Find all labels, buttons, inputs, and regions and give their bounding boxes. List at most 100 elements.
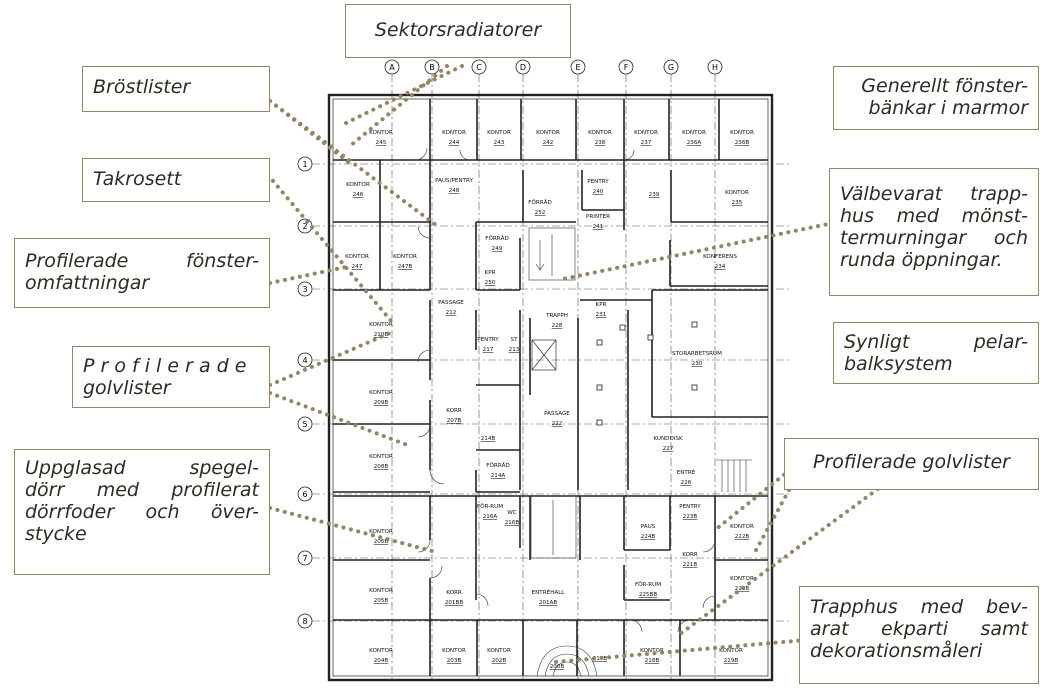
room-name: KONTOR [487,648,511,654]
room-name: KONTOR [730,576,754,582]
room-name: KONTOR [487,130,511,136]
room-number: 247B [398,264,413,270]
grid-marker-1: 1 [297,156,313,172]
grid-marker-2: 2 [297,218,313,234]
room-label: KONTOR 222B [730,524,754,540]
room-number: 246 [353,192,364,198]
grid-marker-g: G [663,59,679,75]
callout-uppglasad-spegeldorr: Uppglasad spegel- dörr med profilerat dö… [14,449,270,575]
room-label: KONTOR 202B [487,648,511,664]
room-number: 237 [641,140,652,146]
room-name: KONTOR [725,190,749,196]
svg-text:5: 5 [302,420,307,429]
room-number: 208B [374,464,389,470]
room-name: KONTOR [369,322,393,328]
room-number: 222B [735,534,750,540]
room-number: 206B [374,539,389,545]
svg-text:H: H [712,63,718,72]
room-number: 221B [683,562,698,568]
room-number: 224B [641,534,656,540]
svg-text:8: 8 [302,617,307,626]
callout-line: Synligt pelar- [844,331,1028,353]
room-name: KONTOR [730,524,754,530]
room-name: KONTOR [719,648,743,654]
room-name: KONTOR [442,648,466,654]
callout-line: Profilerade fönster- [25,250,259,272]
leader-sektorsradiatorer [342,64,464,126]
room-label: 239 [649,192,660,198]
callout-line: bänkar i marmor [868,97,1028,119]
grid-marker-7: 7 [297,550,313,566]
grid-marker-3: 3 [297,281,313,297]
grid-marker-c: C [471,59,487,75]
room-number: 245 [376,140,387,146]
svg-text:G: G [668,63,674,72]
room-number: 202B [492,658,507,664]
room-number: 214A [491,473,506,479]
callout-profilerade-golvlister-2: Profilerade golvlister [784,438,1039,490]
callout-line: Uppglasad spegel- [25,457,259,479]
room-number: 247 [352,264,363,270]
room-name: KONTOR [640,648,664,654]
callout-brostlister: Bröstlister [82,66,270,112]
room-name: PAUS/PENTRY [435,178,473,184]
svg-text:E: E [575,63,580,72]
room-number: 201BB [445,600,464,606]
room-name: WC [507,510,517,516]
room-number: 248 [449,188,460,194]
room-number: 226 [681,480,692,486]
grid-marker-a: A [384,59,400,75]
svg-text:A: A [389,63,395,72]
room-number: 238 [595,140,606,146]
room-name: KONTOR [369,390,393,396]
room-number: 200B [550,664,565,670]
room-label: FÖRRÅD 214A [486,462,510,479]
callout-line: balksystem [844,353,953,375]
room-name: KONTOR [536,130,560,136]
room-number: 249 [492,246,503,252]
room-name: FÖR-RUM [477,503,503,510]
room-name: KONTOR [369,454,393,460]
room-number: 207B [447,418,462,424]
callout-generellt-fonsterbankar: Generellt fönster- bänkar i marmor [833,66,1039,130]
room-label: KONTOR 235 [725,190,749,206]
room-name: KONTOR [369,529,393,535]
room-number: 225BB [639,592,658,598]
room-number: 216B [505,520,520,526]
callout-text: Profilerade golvlister [813,451,1010,473]
grid-column-markers: A B C D E F G H [384,59,723,75]
callout-valbevarat-trapphus: Välbevarat trapp- hus med mönst- termurn… [829,168,1039,296]
room-name: KONTOR [369,130,393,136]
room-number: 228 [552,323,563,329]
room-number: 235 [732,200,743,206]
room-name: FÖRRÅD [486,462,510,469]
room-name: STORARBETSRUM [672,351,722,357]
room-name: KONTOR [346,182,370,188]
room-label: WC 216B [505,510,520,526]
leader-brostlister-2 [268,99,442,230]
room-number: 203B [447,658,462,664]
room-name: KONTOR [369,648,393,654]
callout-line: termurningar och [840,227,1028,249]
